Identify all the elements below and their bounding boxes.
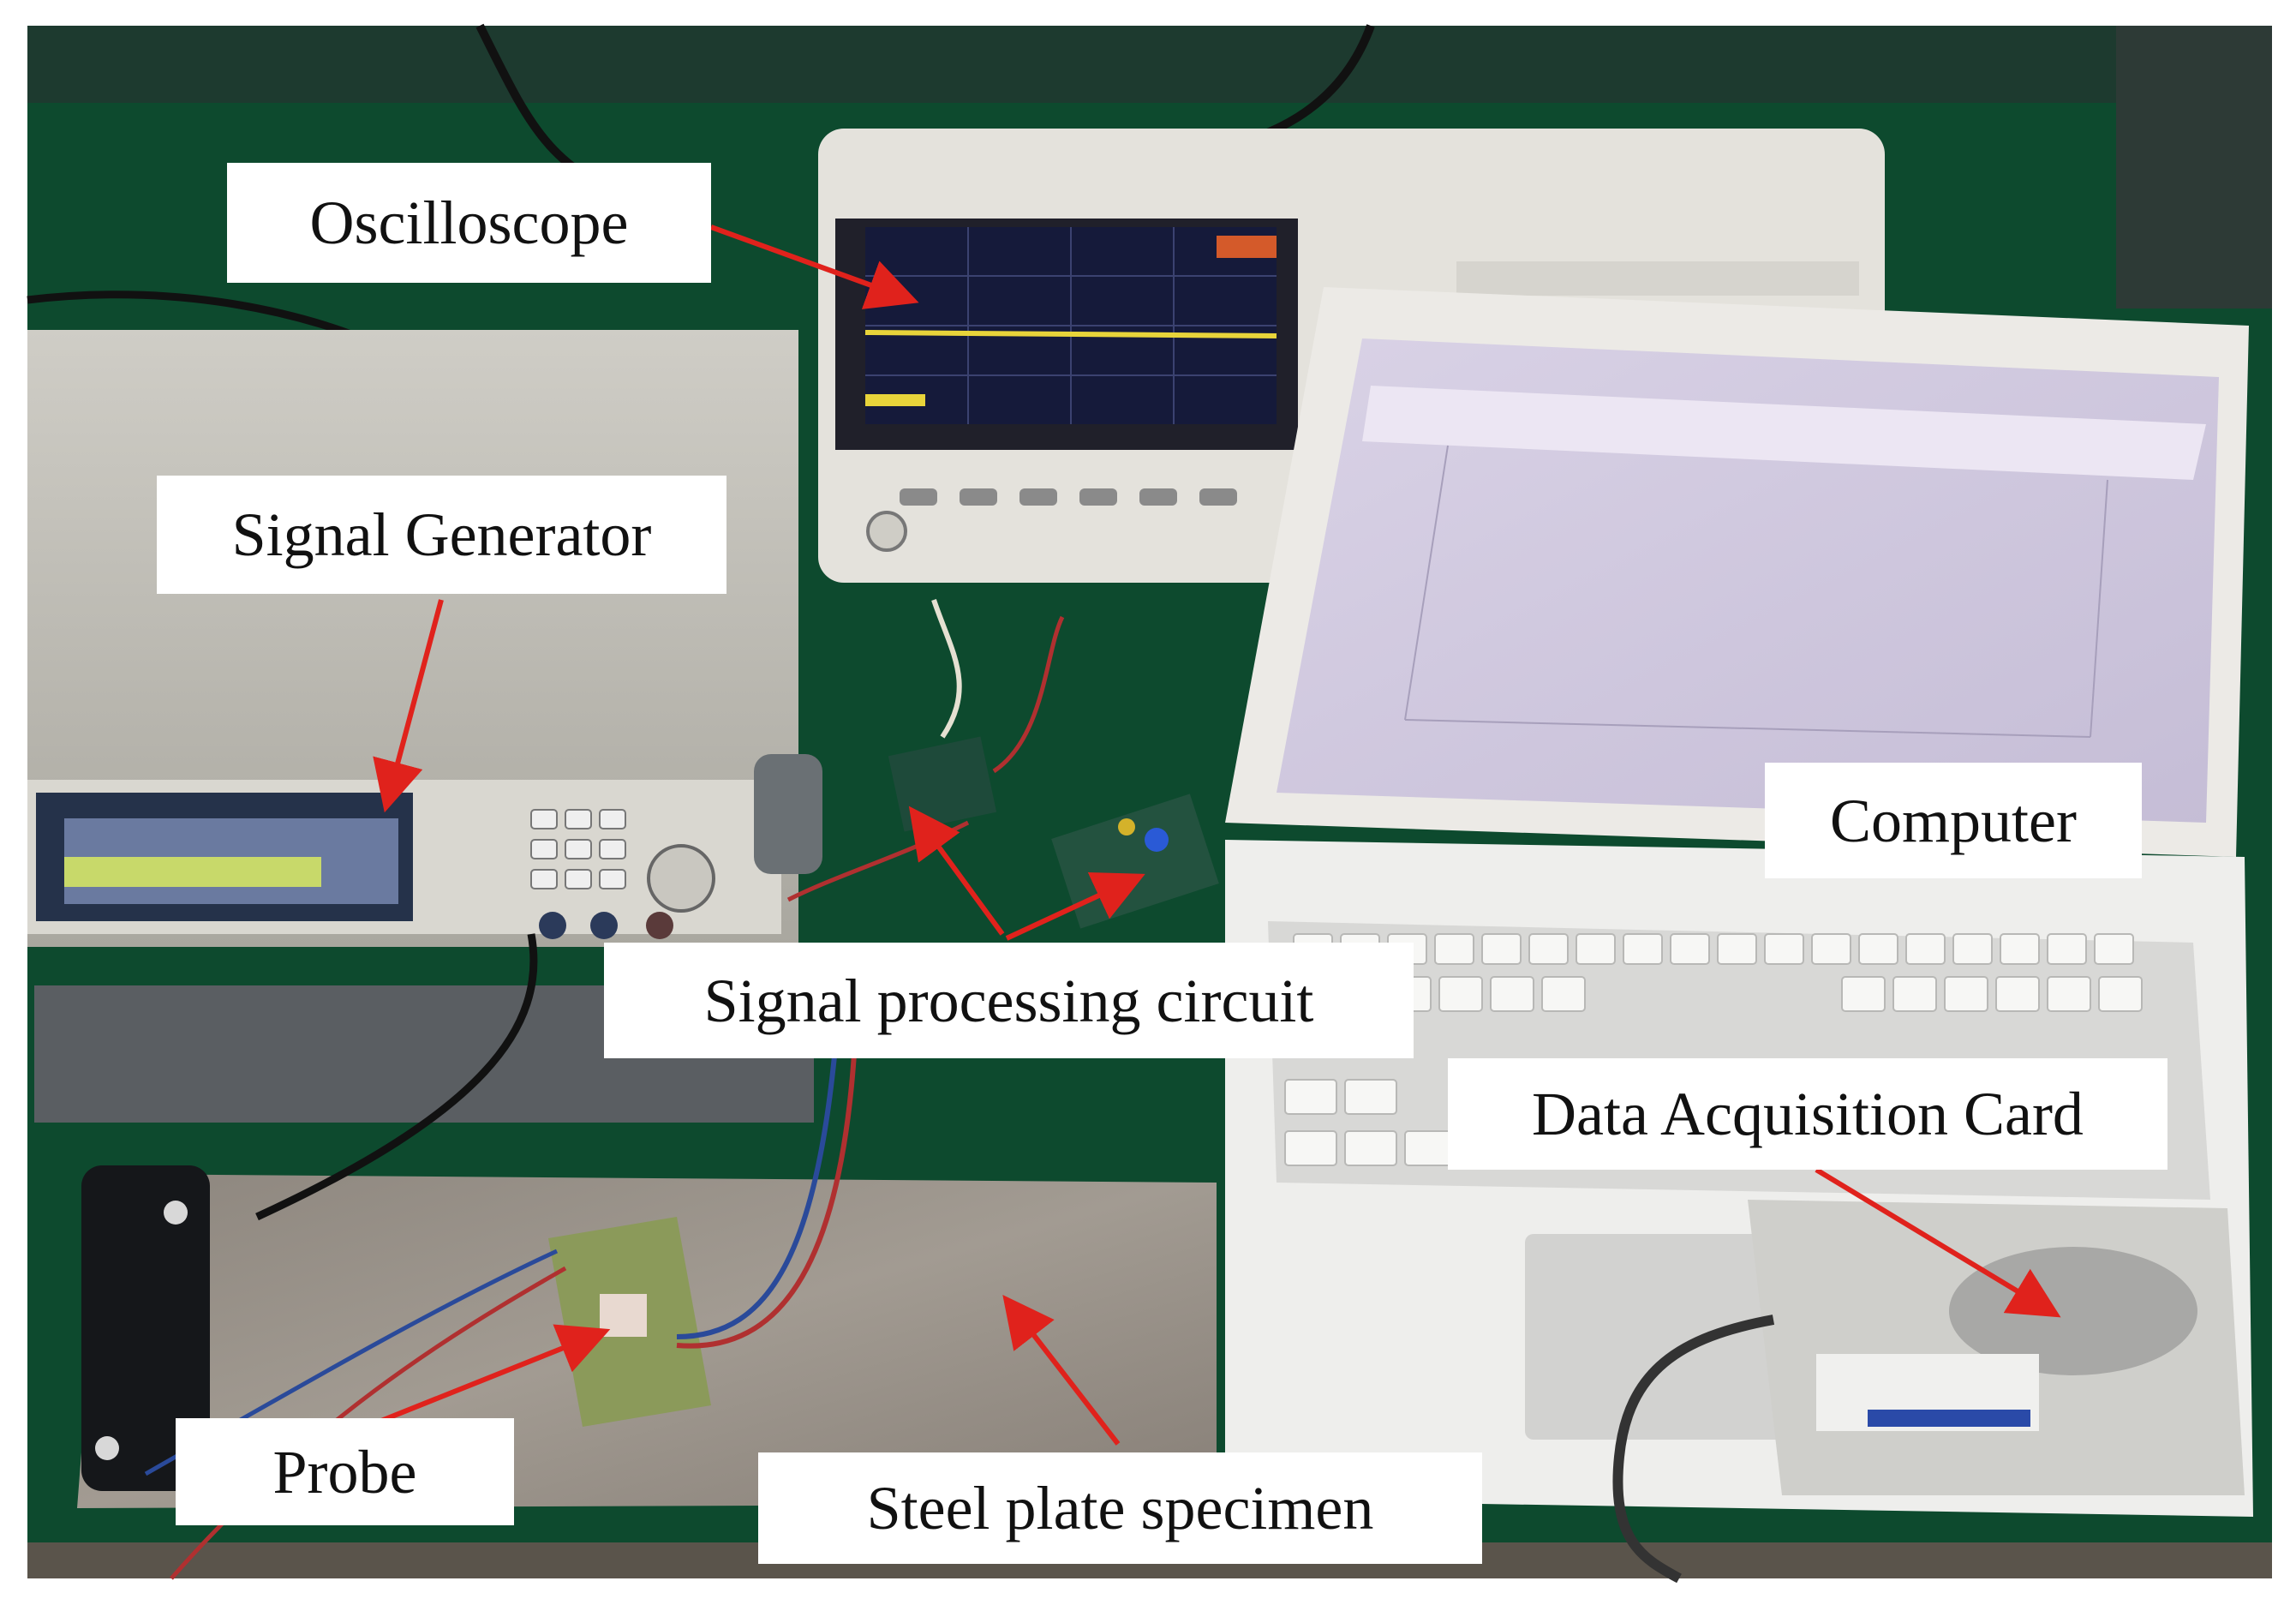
wire	[676, 993, 842, 1339]
arrow-steel-plate	[1002, 1295, 1121, 1446]
probe-object	[144, 933, 859, 1580]
arrow-data-acquisition-card	[1815, 1167, 2061, 1318]
label-steel-plate-specimen: Steel plate specimen	[758, 1452, 1482, 1564]
label-data-acquisition-card: Data Acquisition Card	[1448, 1058, 2167, 1170]
arrow-probe	[375, 1324, 611, 1425]
cable	[255, 933, 538, 1221]
usb-cable	[1612, 1315, 1775, 1584]
annotation-arrows	[373, 225, 2061, 1446]
arrow-oscilloscope	[709, 225, 919, 309]
label-signal-processing-circuit: Signal processing circuit	[604, 943, 1414, 1058]
wall-strip	[27, 26, 2272, 103]
label-oscilloscope: Oscilloscope	[227, 163, 711, 283]
arrow-signal-generator	[373, 599, 444, 813]
arrow-circuit-left	[908, 805, 1005, 936]
right-shelf	[2116, 26, 2272, 308]
label-probe: Probe	[176, 1418, 514, 1525]
wire	[992, 615, 1065, 774]
wire	[676, 1002, 859, 1349]
label-computer: Computer	[1765, 763, 2142, 878]
arrow-circuit-right	[1005, 871, 1145, 941]
wire	[931, 599, 962, 739]
label-signal-generator: Signal Generator	[157, 476, 726, 594]
